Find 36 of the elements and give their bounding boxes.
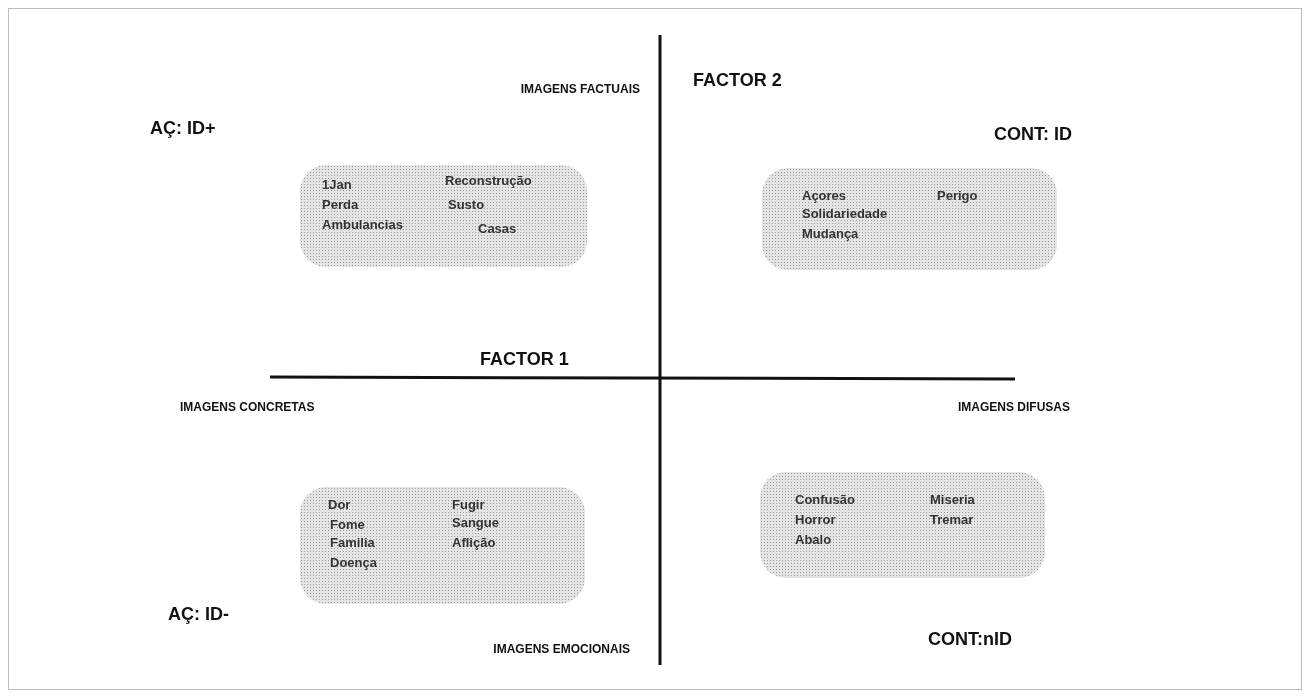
word-label: Fugir xyxy=(452,497,485,512)
word-label: Horror xyxy=(795,512,836,527)
shaded-group-box xyxy=(762,168,1057,270)
quadrant-heading: CONT:nID xyxy=(927,628,1012,651)
axis-pole-label: IMAGENS CONCRETAS xyxy=(180,399,316,416)
word-label: Familia xyxy=(330,535,375,550)
word-label: Solidariedade xyxy=(802,206,888,221)
word-label: Perda xyxy=(322,197,359,212)
word-label: Tremar xyxy=(930,512,974,527)
word-label: Abalo xyxy=(795,532,832,547)
word-label: Aflição xyxy=(452,535,496,550)
word-label: Ambulancias xyxy=(322,217,403,232)
word-label: Dor xyxy=(328,497,351,512)
axis-pole-label: IMAGENS DIFUSAS xyxy=(957,399,1070,416)
shaded-group-box xyxy=(300,165,587,267)
shaded-group-box xyxy=(300,487,585,604)
word-label: Confusão xyxy=(795,492,855,507)
word-label: Susto xyxy=(448,197,485,212)
word-label: Casas xyxy=(478,221,517,236)
word-label: Açores xyxy=(802,188,847,203)
word-label: 1Jan xyxy=(322,177,352,192)
quadrant-heading: AÇ: ID+ xyxy=(150,117,217,140)
quadrant-heading: AÇ: ID- xyxy=(168,603,230,626)
word-label: Reconstrução xyxy=(445,173,532,188)
word-label: Fome xyxy=(330,517,365,532)
word-label: Sangue xyxy=(452,515,499,530)
word-label: Mudança xyxy=(802,226,859,241)
axis-pole-label: IMAGENS FACTUAIS xyxy=(519,81,640,98)
word-label: Miseria xyxy=(930,492,975,507)
quadrant-heading: FACTOR 1 xyxy=(480,348,570,371)
shaded-group-box xyxy=(760,472,1045,578)
quadrant-heading: CONT: ID xyxy=(993,123,1072,146)
axis-pole-label: IMAGENS EMOCIONAIS xyxy=(492,641,630,658)
quadrant-heading: FACTOR 2 xyxy=(693,69,783,92)
word-label: Perigo xyxy=(937,188,978,203)
word-label: Doença xyxy=(330,555,377,570)
